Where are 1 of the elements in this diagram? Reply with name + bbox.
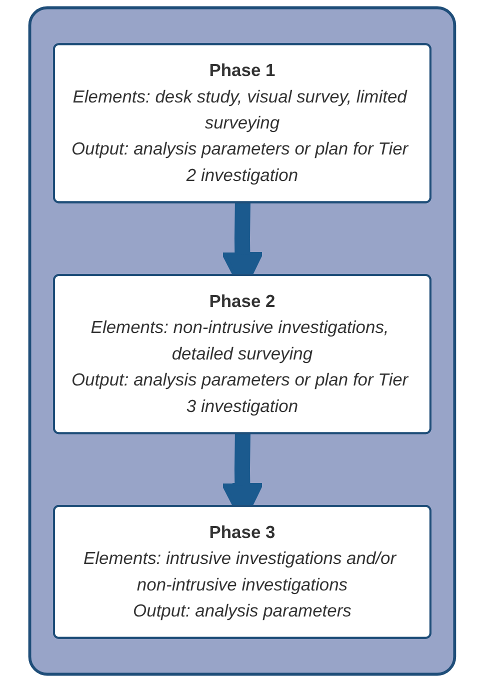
cluster <box>28 6 456 676</box>
